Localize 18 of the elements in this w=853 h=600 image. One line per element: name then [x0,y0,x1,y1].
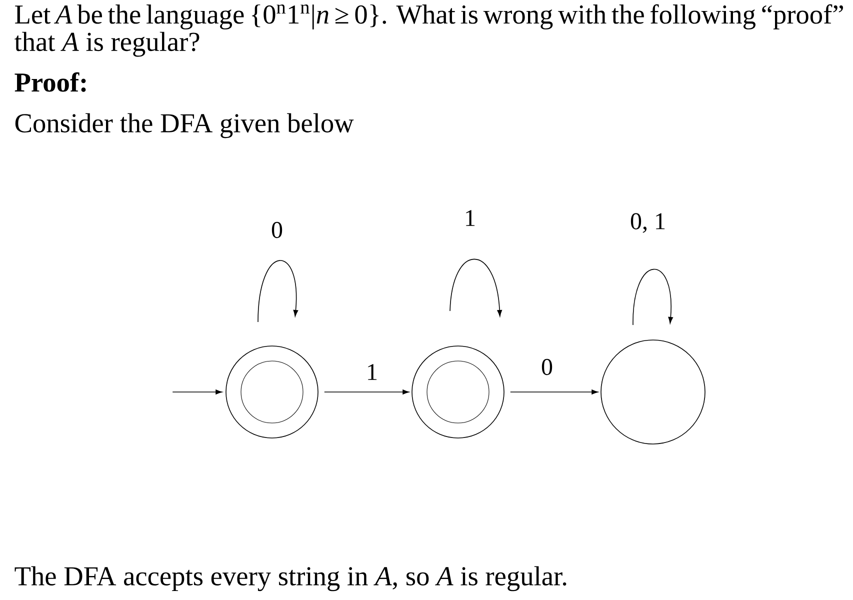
edge-label: 0 [270,220,284,240]
body-text: The DFA accepts every string in A, so A is regular. [14,566,566,592]
self-loop-arrow [258,260,298,322]
para-text: LetA be the language {0$^{n}$1$^{n}$|n ≥ 0}. What is wrong with the following “proof” that A is regular? [14,4,843,57]
heading: Proof: [14,72,86,92]
accepting-state [226,346,318,438]
transition-arrow [592,390,598,394]
self-loop-arrow [450,258,502,317]
start-arrow [172,390,222,394]
edge-label: 0, 1 [628,212,668,234]
edge-label: 1 [364,362,380,382]
self-loop-arrow [632,268,674,326]
state-circle [600,340,706,444]
body-text: Consider the DFA given below [15,113,354,138]
edge-label: 1 [462,208,478,228]
edge-label: 0 [540,358,554,376]
accepting-state [412,346,504,438]
transition-arrow [402,390,410,394]
